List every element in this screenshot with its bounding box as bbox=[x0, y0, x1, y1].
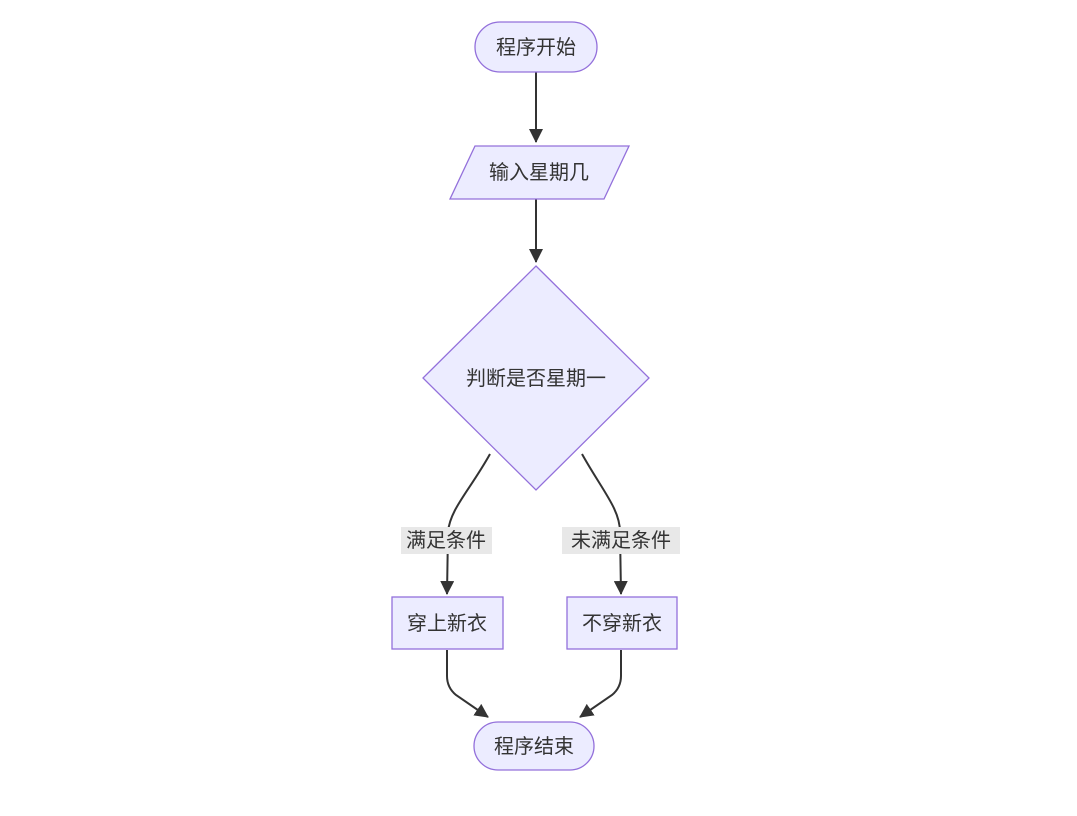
node-input-shape bbox=[448, 145, 631, 200]
edge-decision-wear bbox=[440, 453, 491, 595]
edge-wear-end-line bbox=[446, 650, 489, 718]
edge-label-condition-not-met: 未满足条件 bbox=[562, 527, 680, 554]
node-wear: 穿上新衣 bbox=[391, 596, 504, 650]
edge-notwear-end bbox=[579, 650, 622, 718]
node-notwear: 不穿新衣 bbox=[566, 596, 678, 650]
node-wear-label: 穿上新衣 bbox=[407, 612, 487, 635]
edge-notwear-end-line bbox=[579, 650, 622, 718]
node-input-label: 输入星期几 bbox=[489, 161, 589, 184]
node-start-shape bbox=[474, 21, 598, 73]
edge-label-condition-met: 满足条件 bbox=[401, 527, 492, 554]
node-end-shape bbox=[473, 721, 595, 771]
node-decision-label: 判断是否星期一 bbox=[466, 367, 606, 390]
edge-decision-notwear bbox=[581, 453, 628, 595]
edge-label-condition-met-bg bbox=[401, 527, 492, 554]
node-end-label: 程序结束 bbox=[494, 735, 574, 758]
edge-label-condition-not-met-text: 未满足条件 bbox=[571, 529, 671, 552]
node-start-label: 程序开始 bbox=[496, 36, 576, 59]
node-start: 程序开始 bbox=[474, 21, 598, 73]
edge-decision-notwear-line bbox=[581, 453, 628, 595]
node-input: 输入星期几 bbox=[448, 145, 631, 200]
edge-label-condition-met-text: 满足条件 bbox=[406, 529, 486, 552]
edge-decision-wear-line bbox=[440, 453, 491, 595]
node-notwear-label: 不穿新衣 bbox=[582, 612, 662, 635]
node-wear-shape bbox=[391, 596, 504, 650]
edge-wear-end bbox=[446, 650, 489, 718]
node-decision-shape bbox=[422, 265, 650, 491]
node-decision: 判断是否星期一 bbox=[422, 265, 650, 491]
node-end: 程序结束 bbox=[473, 721, 595, 771]
node-notwear-shape bbox=[566, 596, 678, 650]
edge-label-condition-not-met-bg bbox=[562, 527, 680, 554]
